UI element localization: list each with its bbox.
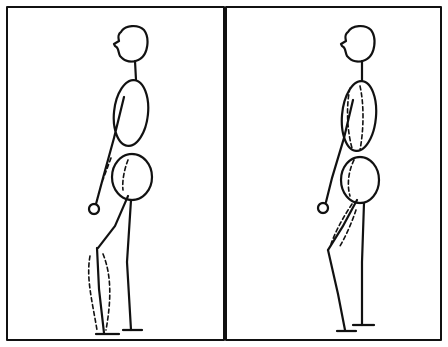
right-hand bbox=[318, 203, 328, 213]
left-hip-dashed bbox=[123, 160, 128, 190]
left-panel-frame bbox=[7, 7, 224, 340]
right-head bbox=[341, 26, 374, 61]
left-neck bbox=[135, 61, 136, 80]
left-hand bbox=[89, 204, 99, 214]
left-figure bbox=[89, 26, 152, 334]
left-shin-dashed-2 bbox=[103, 254, 110, 330]
right-thigh-dashed-1 bbox=[331, 204, 352, 244]
right-hip-dashed bbox=[348, 160, 354, 196]
right-chest-dashed-2 bbox=[360, 86, 363, 150]
left-front-shin bbox=[97, 248, 104, 333]
left-shin-dashed-1 bbox=[89, 256, 97, 330]
left-head bbox=[114, 26, 147, 61]
left-chest bbox=[111, 78, 152, 147]
right-front-shin bbox=[328, 250, 345, 330]
left-front-thigh bbox=[98, 196, 128, 248]
right-support-leg bbox=[362, 203, 364, 325]
right-figure bbox=[318, 26, 379, 331]
right-pelvis bbox=[341, 157, 379, 203]
left-pelvis bbox=[112, 154, 152, 200]
right-chest bbox=[339, 80, 379, 153]
left-support-leg bbox=[127, 200, 131, 330]
left-forearm-dashed bbox=[97, 158, 111, 200]
